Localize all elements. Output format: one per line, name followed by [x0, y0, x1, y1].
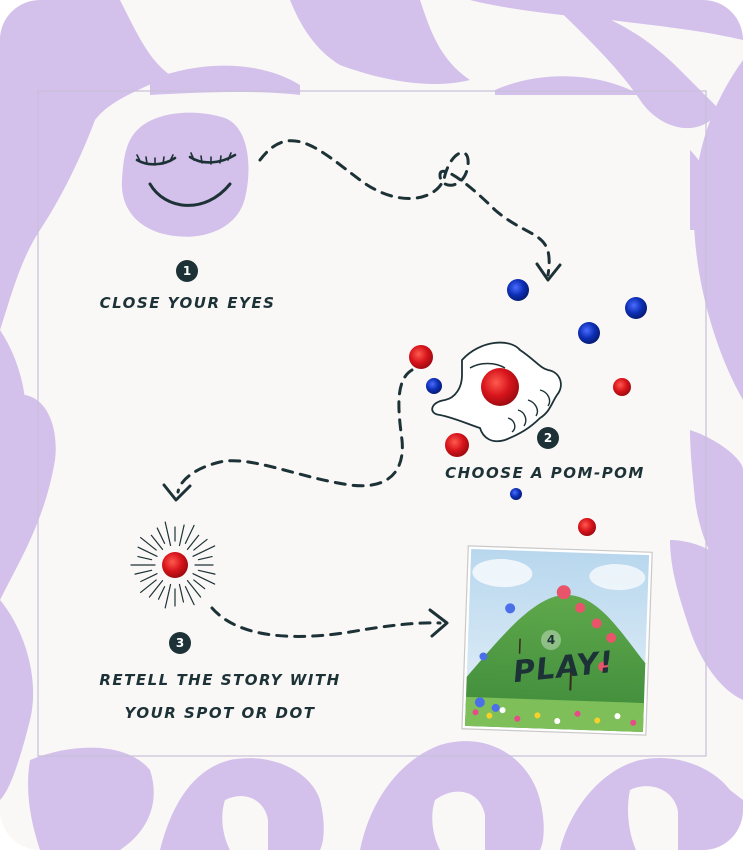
shine-ray: [186, 534, 200, 550]
step-4-badge: 4: [541, 630, 561, 650]
step-1-label: CLOSE YOUR EYES: [99, 294, 276, 312]
shining-pompom-icon: [130, 521, 216, 609]
shine-ray: [139, 579, 157, 594]
hand-holding-pompom-icon: [431, 341, 562, 443]
step-2-label: CHOOSE A POM-POM: [445, 464, 645, 482]
dashed-path-3: [210, 606, 442, 638]
step-3-label-line2: YOUR SPOT OR DOT: [124, 704, 316, 722]
shine-ray: [184, 586, 195, 606]
shine-ray: [148, 580, 164, 598]
green-hill-picture-icon: [461, 545, 653, 736]
arrow-head-2: [162, 483, 192, 502]
shine-ray: [197, 555, 213, 561]
shine-ray: [184, 524, 195, 544]
shine-ray: [156, 527, 166, 544]
shine-ray: [197, 569, 216, 575]
shine-ray: [134, 569, 153, 575]
shine-ray: [192, 573, 216, 585]
inner-frame: [37, 90, 707, 757]
shine-ray: [137, 546, 158, 557]
sleeping-face-icon: [121, 112, 249, 237]
arrow-head-3: [428, 608, 449, 638]
arrow-head-1: [535, 262, 562, 282]
shine-ray: [164, 521, 172, 547]
shine-ray: [157, 586, 166, 600]
shine-ray: [193, 538, 208, 551]
shine-ray: [164, 583, 172, 609]
step-1-badge: 1: [176, 260, 198, 282]
step-3-label-line1: RETELL THE STORY WITH: [99, 671, 341, 689]
step-3-badge: 3: [169, 632, 191, 654]
shine-ray: [178, 524, 185, 547]
shine-ray: [186, 580, 202, 598]
pompom-cluster: [409, 279, 647, 536]
shine-ray: [178, 583, 185, 603]
shine-ray: [137, 555, 153, 561]
shine-ray: [192, 545, 216, 557]
step-2-badge: 2: [537, 427, 559, 449]
shine-ray: [139, 536, 157, 551]
shine-ray: [193, 579, 206, 590]
shine-ray: [150, 534, 164, 550]
dashed-path-2: [176, 368, 414, 494]
shine-ray: [140, 573, 158, 583]
dashed-path-1: [258, 139, 551, 277]
